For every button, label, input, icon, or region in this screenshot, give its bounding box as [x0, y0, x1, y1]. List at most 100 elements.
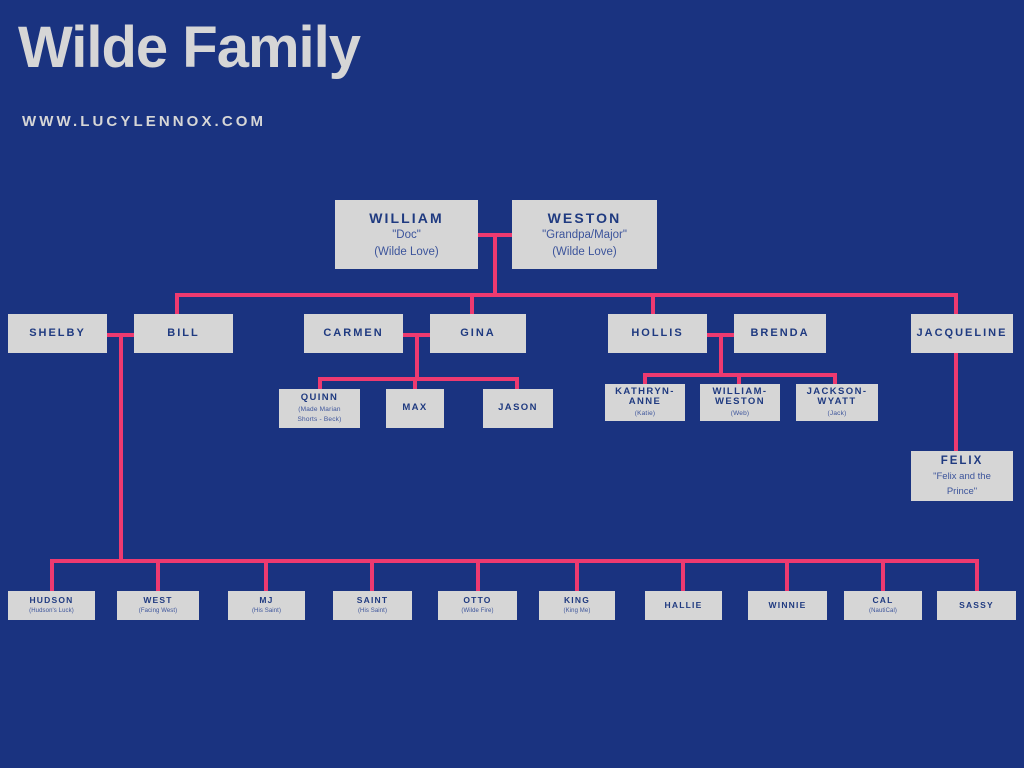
node-william-name: WILLIAM	[369, 210, 444, 227]
node-jackson-wyatt-name: JACKSON-	[806, 385, 868, 397]
node-shelby-name: SHELBY	[29, 327, 86, 340]
connector-drop-gina	[470, 293, 474, 315]
node-felix-name: FELIX	[940, 454, 984, 467]
node-otto-sub: (Wilde Fire)	[461, 607, 494, 614]
connector-drop-to-gen2-bus	[493, 233, 497, 295]
node-quinn-name: QUINN	[300, 391, 339, 403]
page-title: Wilde Family	[18, 15, 361, 80]
connector-drop-sassy	[975, 559, 979, 591]
connector-drop-hallie	[681, 559, 685, 591]
node-max-name: MAX	[402, 402, 428, 414]
node-william-weston-sub1: (Web)	[730, 410, 750, 418]
node-mj-name: MJ	[259, 594, 274, 605]
connector-drop-mj	[264, 559, 268, 591]
node-weston-sub2: (Wilde Love)	[552, 245, 617, 258]
node-carmen[interactable]: CARMEN	[304, 314, 403, 353]
node-kathryn-anne-sub1: (Katie)	[634, 410, 656, 418]
connector-drop-jason	[515, 377, 519, 389]
node-bill-name: BILL	[167, 327, 200, 340]
connector-drop-jacqueline	[954, 293, 958, 315]
node-hudson[interactable]: HUDSON (Hudson's Luck)	[8, 591, 95, 620]
connector-jacqueline-felix	[954, 315, 958, 451]
node-quinn-sub2: Shorts - Beck)	[297, 415, 342, 423]
connector-drop-king	[575, 559, 579, 591]
node-hollis-name: HOLLIS	[631, 327, 684, 340]
connector-drop-william-weston	[737, 373, 741, 385]
connector-drop-saint	[370, 559, 374, 591]
node-gina-name: GINA	[460, 327, 496, 340]
connector-drop-bill	[175, 293, 179, 315]
website-url: WWW.LUCYLENNOX.COM	[22, 113, 267, 130]
node-william-sub1: "Doc"	[392, 229, 421, 242]
node-jackson-wyatt-name2: WYATT	[817, 396, 857, 408]
connector-drop-otto	[476, 559, 480, 591]
node-brenda-name: BRENDA	[750, 327, 810, 340]
connector-drop-max	[413, 377, 417, 389]
node-king-sub: (King Me)	[563, 607, 591, 614]
node-king-name: KING	[563, 594, 591, 605]
node-weston[interactable]: WESTON "Grandpa/Major" (Wilde Love)	[512, 200, 657, 269]
node-felix[interactable]: FELIX "Felix and the Prince"	[911, 451, 1013, 501]
node-west-sub: (Facing West)	[138, 607, 178, 614]
node-jason-name: JASON	[498, 402, 538, 414]
node-jackson-wyatt[interactable]: JACKSON- WYATT (Jack)	[796, 384, 878, 421]
connector-drop-hollis	[651, 293, 655, 315]
node-william[interactable]: WILLIAM "Doc" (Wilde Love)	[335, 200, 478, 269]
node-otto[interactable]: OTTO (Wilde Fire)	[438, 591, 517, 620]
node-hudson-name: HUDSON	[29, 594, 74, 605]
node-jacqueline[interactable]: JACQUELINE	[911, 314, 1013, 353]
node-felix-sub2: Prince"	[946, 485, 978, 497]
node-max[interactable]: MAX	[386, 389, 444, 428]
node-weston-name: WESTON	[547, 210, 622, 227]
connector-bottom-children-bus	[50, 559, 979, 563]
node-kathryn-anne-name: KATHRYN-	[615, 385, 675, 397]
node-winnie[interactable]: WINNIE	[748, 591, 827, 620]
node-kathryn-anne[interactable]: KATHRYN- ANNE (Katie)	[605, 384, 685, 421]
connector-drop-shelby-bill-children	[119, 333, 123, 561]
node-hollis[interactable]: HOLLIS	[608, 314, 707, 353]
connector-carmen-gina-children-bus	[318, 377, 518, 381]
node-brenda[interactable]: BRENDA	[734, 314, 826, 353]
connector-drop-west	[156, 559, 160, 591]
connector-drop-hollis-brenda	[719, 333, 723, 377]
node-sassy-name: SASSY	[959, 599, 994, 610]
connector-drop-winnie	[785, 559, 789, 591]
node-kathryn-anne-name2: ANNE	[628, 396, 662, 408]
node-jason[interactable]: JASON	[483, 389, 553, 428]
node-quinn[interactable]: QUINN (Made Marian Shorts - Beck)	[279, 389, 360, 428]
node-hallie-name: HALLIE	[664, 599, 703, 610]
node-william-weston-name2: WESTON	[715, 396, 765, 408]
node-winnie-name: WINNIE	[768, 599, 807, 610]
node-felix-sub1: "Felix and the	[933, 470, 991, 482]
node-king[interactable]: KING (King Me)	[539, 591, 615, 620]
node-jacqueline-name: JACQUELINE	[916, 327, 1008, 340]
connector-drop-carmen-gina	[415, 333, 419, 381]
node-saint-name: SAINT	[356, 594, 389, 605]
node-west[interactable]: WEST (Facing West)	[117, 591, 199, 620]
node-saint-sub: (His Saint)	[357, 607, 388, 614]
node-mj-sub: (His Saint)	[251, 607, 282, 614]
node-jackson-wyatt-sub1: (Jack)	[827, 410, 847, 418]
node-william-weston[interactable]: WILLIAM- WESTON (Web)	[700, 384, 780, 421]
node-sassy[interactable]: SASSY	[937, 591, 1016, 620]
node-west-name: WEST	[143, 594, 173, 605]
node-gina[interactable]: GINA	[430, 314, 526, 353]
node-cal[interactable]: CAL (NautiCal)	[844, 591, 922, 620]
node-weston-sub1: "Grandpa/Major"	[542, 229, 627, 242]
connector-drop-kathryn-anne	[643, 373, 647, 385]
node-quinn-sub1: (Made Marian	[298, 405, 341, 413]
connector-drop-jackson-wyatt	[833, 373, 837, 385]
node-william-weston-name: WILLIAM-	[712, 385, 768, 397]
node-cal-sub: (NautiCal)	[868, 607, 897, 614]
connector-gen2-sibling-bus	[175, 293, 958, 297]
node-mj[interactable]: MJ (His Saint)	[228, 591, 305, 620]
node-shelby[interactable]: SHELBY	[8, 314, 107, 353]
node-bill[interactable]: BILL	[134, 314, 233, 353]
node-cal-name: CAL	[872, 594, 894, 605]
node-saint[interactable]: SAINT (His Saint)	[333, 591, 412, 620]
node-otto-name: OTTO	[463, 594, 492, 605]
connector-drop-quinn	[318, 377, 322, 389]
node-hallie[interactable]: HALLIE	[645, 591, 722, 620]
